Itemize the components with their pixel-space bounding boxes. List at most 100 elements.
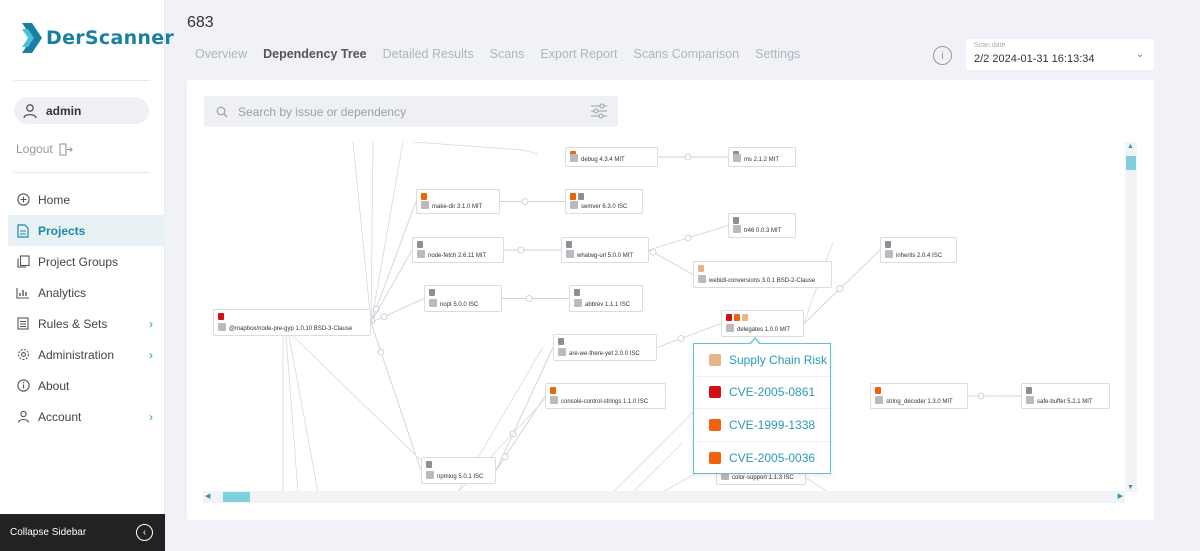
package-icon xyxy=(426,471,434,479)
sidebar-item-home[interactable]: Home xyxy=(8,184,165,215)
dependency-node[interactable]: npmlog 5.0.1 ISC xyxy=(421,457,496,484)
user-icon xyxy=(22,103,38,119)
dependency-node[interactable]: ms 2.1.2 MIT xyxy=(728,147,796,167)
scrollbar-thumb[interactable] xyxy=(1126,156,1136,170)
dependency-node[interactable]: semver 6.3.0 ISC xyxy=(565,189,643,214)
dependency-label: color-support 1.1.3 ISC xyxy=(732,475,794,481)
tab-bar: Overview Dependency Tree Detailed Result… xyxy=(195,47,800,61)
sidebar-item-about[interactable]: About xyxy=(8,370,165,401)
copy-icon xyxy=(16,255,30,269)
collapse-sidebar-button[interactable]: Collapse Sidebar ‹ xyxy=(0,514,165,551)
user-menu[interactable]: admin xyxy=(14,97,149,124)
scroll-up-icon[interactable]: ▲ xyxy=(1127,143,1134,150)
tab-dependency-tree[interactable]: Dependency Tree xyxy=(263,47,367,61)
edge-handle xyxy=(380,313,388,321)
scan-date-select[interactable]: Scan date 2/2 2024-01-31 16:13:34 ⌄ xyxy=(966,39,1154,70)
package-icon xyxy=(733,225,741,233)
sidebar-item-rules-sets[interactable]: Rules & Sets › xyxy=(8,308,165,339)
issue-badge xyxy=(1026,387,1032,394)
issue-swatch xyxy=(709,386,721,399)
dependency-node[interactable]: console-control-strings 1.1.0 ISC xyxy=(545,383,666,409)
dependency-node[interactable]: string_decoder 1.3.0 MIT xyxy=(870,383,968,409)
package-icon xyxy=(721,472,729,480)
dependency-label: nopt 5.0.0 ISC xyxy=(440,302,479,308)
dependency-edge xyxy=(370,298,425,323)
dependency-node[interactable]: tr46 0.0.3 MIT xyxy=(728,213,796,238)
tab-export-report[interactable]: Export Report xyxy=(540,47,618,61)
edge-handle xyxy=(521,198,529,205)
dependency-node[interactable]: webidl-conversions 3.0.1 BSD-2-Clause xyxy=(693,261,832,288)
dependency-node[interactable]: debug 4.3.4 MIT xyxy=(565,147,658,167)
dependency-node[interactable]: inherits 2.0.4 ISC xyxy=(880,237,957,263)
popup-item[interactable]: Supply Chain Risk xyxy=(694,344,830,377)
tab-scans[interactable]: Scans xyxy=(489,47,525,61)
issue-badges xyxy=(1026,387,1032,394)
dependency-node[interactable]: are-we-there-yet 2.0.0 ISC xyxy=(553,334,657,361)
tab-overview[interactable]: Overview xyxy=(195,47,248,61)
scrollbar-thumb[interactable] xyxy=(223,492,250,502)
tab-settings[interactable]: Settings xyxy=(755,47,801,61)
logo-text: DerScanner xyxy=(46,27,175,49)
popup-item[interactable]: CVE-1999-1338 xyxy=(694,409,830,442)
list-icon xyxy=(16,317,30,331)
sidebar-nav: Home Projects Project Groups Analytics R… xyxy=(8,184,165,432)
issue-badges xyxy=(417,241,423,248)
dependency-node[interactable]: nopt 5.0.0 ISC xyxy=(424,285,502,312)
dependency-node[interactable]: whatwg-url 5.0.0 MIT xyxy=(561,237,649,263)
dependency-node[interactable]: @mapbox/node-pre-gyp 1.0.10 BSD-3-Clause xyxy=(213,309,371,336)
info-icon[interactable]: i xyxy=(933,46,952,65)
scroll-right-icon[interactable]: ▶ xyxy=(1117,493,1123,500)
issue-badges xyxy=(426,461,432,468)
sidebar-item-analytics[interactable]: Analytics xyxy=(8,277,165,308)
filter-icon[interactable] xyxy=(590,103,608,119)
dependency-label: are-we-there-yet 2.0.0 ISC xyxy=(569,351,640,357)
package-icon xyxy=(1026,396,1034,404)
sidebar-item-label: Rules & Sets xyxy=(38,316,108,331)
tab-detailed-results[interactable]: Detailed Results xyxy=(382,47,474,61)
document-icon xyxy=(16,223,30,238)
sidebar-item-administration[interactable]: Administration › xyxy=(8,339,165,370)
bar-chart-icon xyxy=(16,286,30,300)
package-icon xyxy=(570,154,578,162)
package-icon xyxy=(570,201,578,209)
sidebar-item-project-groups[interactable]: Project Groups xyxy=(8,246,165,277)
dependency-tree-card: debug 4.3.4 MIT ms 2.1.2 MIT make-dir 3.1.… xyxy=(187,80,1154,520)
package-icon xyxy=(550,396,558,404)
dependency-label: node-fetch 2.6.11 MIT xyxy=(428,253,487,259)
issue-badge xyxy=(421,193,427,200)
dependency-node[interactable]: safe-buffer 5.2.1 MIT xyxy=(1021,383,1110,409)
dependency-edge xyxy=(285,335,299,492)
dependency-edge xyxy=(656,323,722,348)
dependency-label: whatwg-url 5.0.0 MIT xyxy=(577,253,634,259)
issue-badge xyxy=(578,193,584,200)
sidebar: DerScanner admin Logout Home Projects Pr… xyxy=(0,0,174,551)
dependency-node[interactable]: node-fetch 2.6.11 MIT xyxy=(412,237,504,263)
dependency-label: safe-buffer 5.2.1 MIT xyxy=(1037,399,1093,405)
issue-badge xyxy=(218,313,224,320)
tab-scans-comparison[interactable]: Scans Comparison xyxy=(633,47,740,61)
dependency-label: make-dir 3.1.0 MIT xyxy=(432,204,483,210)
dependency-graph[interactable]: debug 4.3.4 MIT ms 2.1.2 MIT make-dir 3.1.… xyxy=(203,142,1125,492)
popup-item[interactable]: CVE-2005-0036 xyxy=(694,442,830,475)
popup-item[interactable]: CVE-2005-0861 xyxy=(694,377,830,409)
issue-badges xyxy=(733,217,739,224)
user-icon xyxy=(16,410,30,424)
logout-link[interactable]: Logout xyxy=(16,142,73,156)
package-icon xyxy=(558,348,566,356)
search-input[interactable] xyxy=(238,104,568,119)
dependency-node[interactable]: abbrev 1.1.1 ISC xyxy=(569,285,643,312)
scroll-down-icon[interactable]: ▼ xyxy=(1127,484,1134,491)
vertical-scrollbar[interactable]: ▲ ▼ xyxy=(1125,142,1137,492)
scroll-left-icon[interactable]: ◀ xyxy=(205,493,211,500)
issue-badge xyxy=(742,314,748,321)
sidebar-item-account[interactable]: Account › xyxy=(8,401,165,432)
issue-badges xyxy=(566,241,572,248)
issue-badges xyxy=(558,338,564,345)
sidebar-item-projects[interactable]: Projects xyxy=(8,215,165,246)
dependency-node[interactable]: make-dir 3.1.0 MIT xyxy=(416,189,500,214)
issue-badge xyxy=(885,241,891,248)
dependency-node[interactable]: delegates 1.0.0 MIT xyxy=(721,310,804,337)
horizontal-scrollbar[interactable]: ◀ ▶ xyxy=(203,491,1125,503)
logo[interactable]: DerScanner xyxy=(22,22,174,54)
dependency-label: inherits 2.0.4 ISC xyxy=(896,253,943,259)
